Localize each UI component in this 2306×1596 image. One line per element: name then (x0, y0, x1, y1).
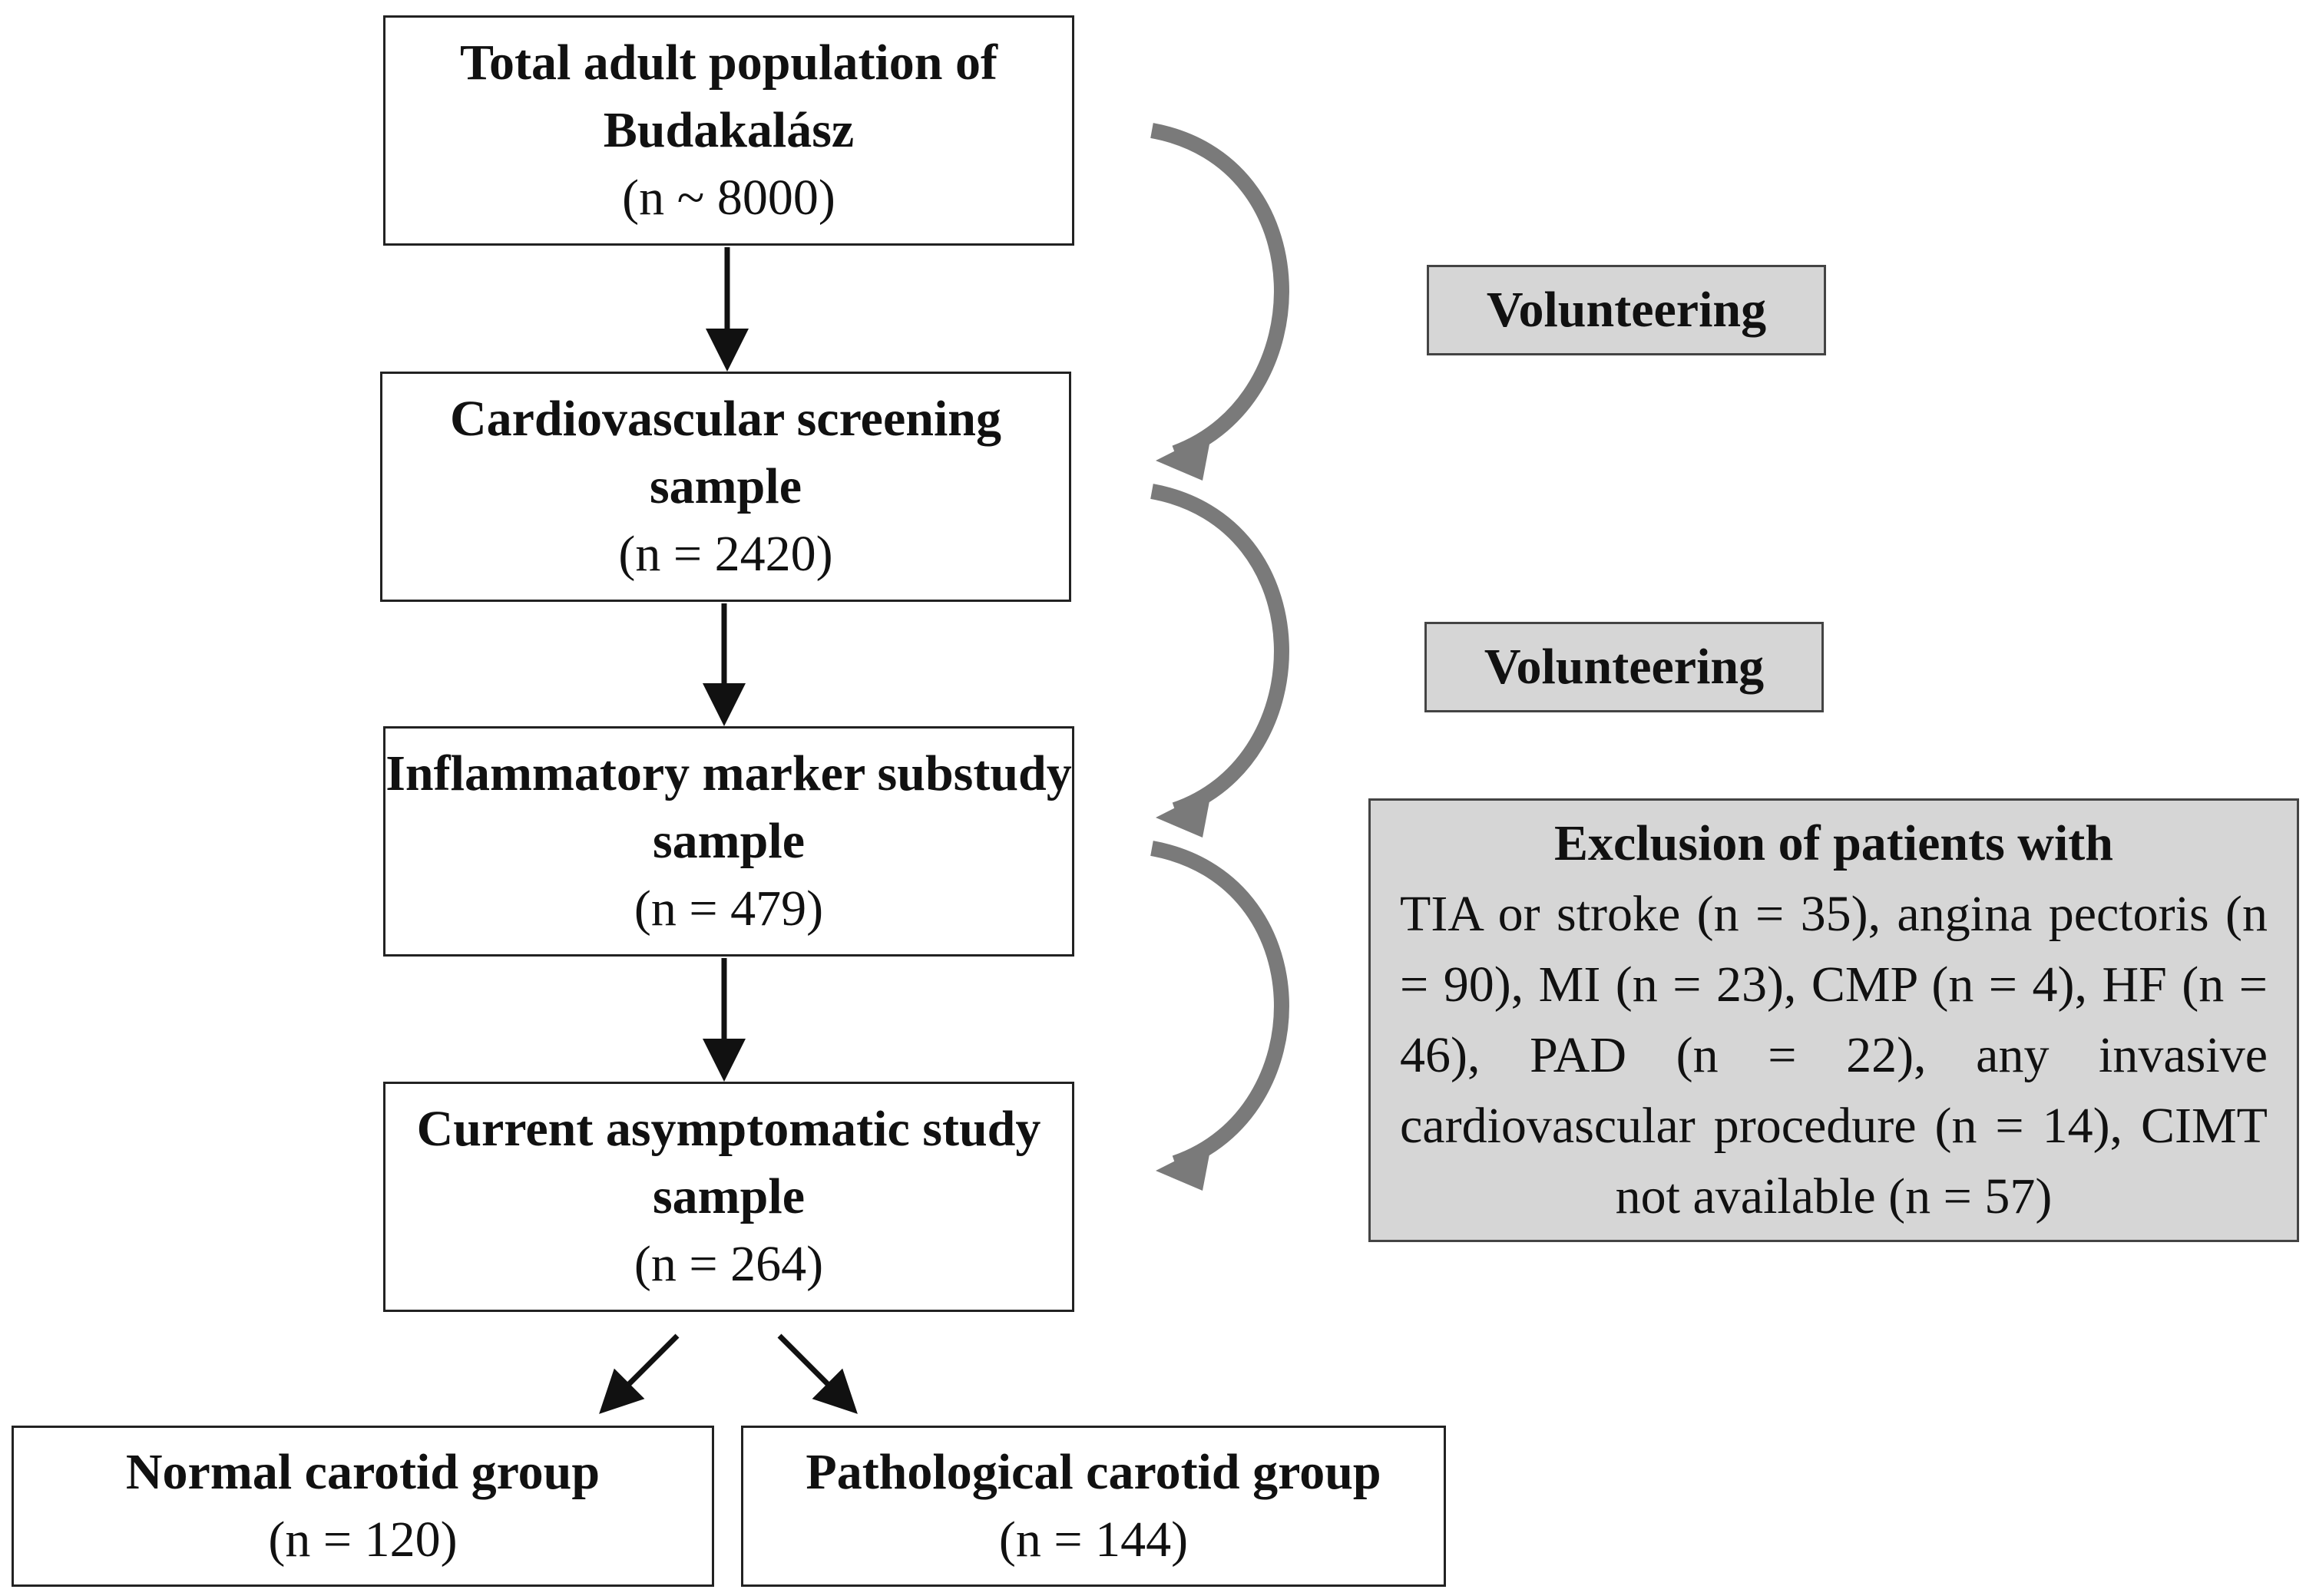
volunteering-label-2: Volunteering (1424, 622, 1824, 712)
box-normal-group: Normal carotid group (n = 120) (12, 1426, 714, 1587)
study-sample-title: Current asymptomatic study sample (416, 1101, 1041, 1224)
box-screening-sample: Cardiovascular screening sample (n = 242… (380, 372, 1071, 602)
curved-arrow-volunteering-1 (1150, 123, 1289, 461)
box-study-sample: Current asymptomatic study sample (n = 2… (383, 1082, 1074, 1312)
curved-arrow-exclusion (1150, 841, 1289, 1171)
substudy-sample-title: Inflammatory marker substudy sample (385, 745, 1072, 869)
exclusion-title: Exclusion of patients with (1554, 815, 2113, 871)
normal-group-count: (n = 120) (268, 1512, 458, 1568)
curved-arrow-volunteering-2-head (1156, 789, 1212, 838)
exclusion-body: TIA or stroke (n = 35), angina pectoris … (1400, 886, 2268, 1224)
box-substudy-sample: Inflammatory marker substudy sample (n =… (383, 726, 1074, 957)
study-sample-count: (n = 264) (634, 1236, 824, 1292)
curved-arrow-volunteering-2 (1150, 484, 1289, 818)
volunteering-label-2-text: Volunteering (1484, 639, 1765, 695)
pathological-group-count: (n = 144) (998, 1512, 1189, 1568)
exclusion-box: Exclusion of patients with TIA or stroke… (1368, 798, 2299, 1242)
normal-group-title: Normal carotid group (125, 1444, 600, 1500)
total-population-title: Total adult population of Budakalász (460, 35, 998, 158)
curved-arrow-exclusion-head (1156, 1142, 1212, 1191)
screening-sample-count: (n = 2420) (618, 526, 833, 582)
curved-arrow-volunteering-1-head (1156, 432, 1212, 481)
volunteering-label-1: Volunteering (1427, 265, 1826, 355)
arrow-study-to-pathological (777, 1333, 858, 1414)
pathological-group-title: Pathological carotid group (806, 1444, 1381, 1500)
substudy-sample-count: (n = 479) (634, 881, 824, 937)
screening-sample-title: Cardiovascular screening sample (449, 391, 1002, 514)
volunteering-label-1-text: Volunteering (1486, 282, 1767, 338)
arrow-study-to-normal (599, 1333, 680, 1414)
box-pathological-group: Pathological carotid group (n = 144) (741, 1426, 1446, 1587)
box-total-population: Total adult population of Budakalász (n … (383, 15, 1074, 246)
total-population-count: (n ~ 8000) (622, 170, 835, 226)
